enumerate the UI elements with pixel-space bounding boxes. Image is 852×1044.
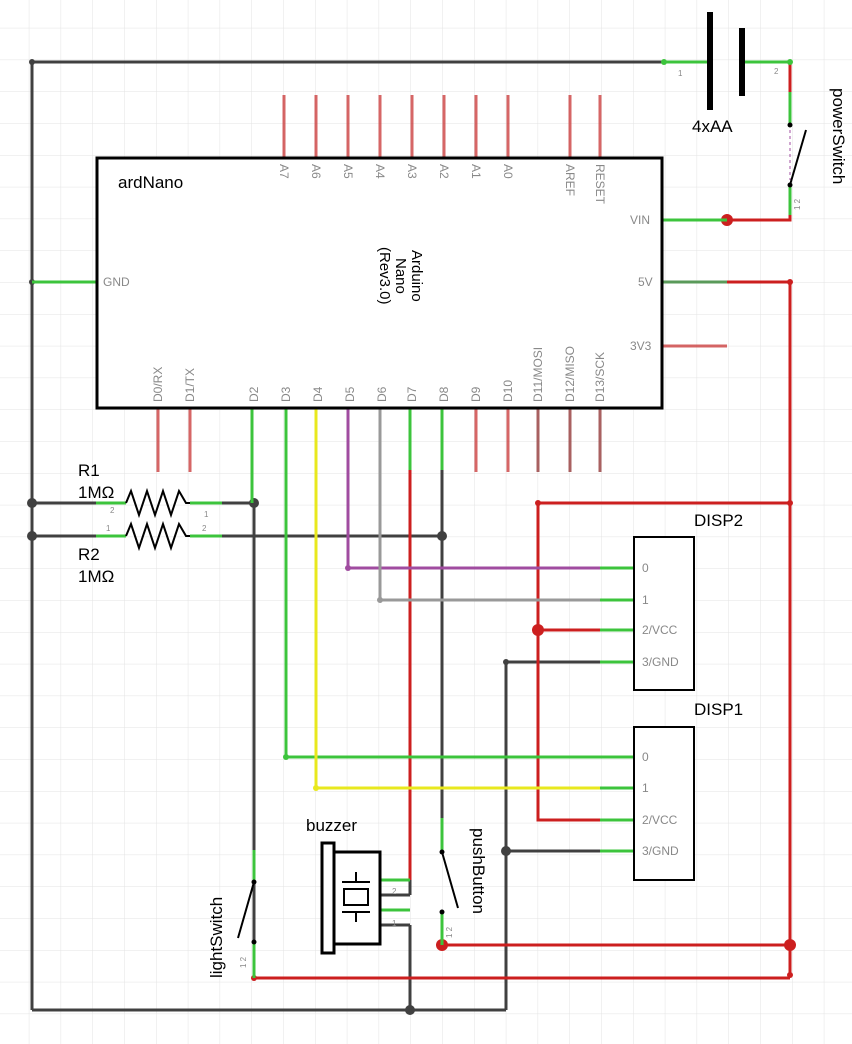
power-switch-label: powerSwitch	[829, 88, 848, 184]
pin-d6: D6	[375, 386, 389, 402]
r2-value: 1MΩ	[78, 567, 114, 586]
signal-junctions	[283, 565, 383, 791]
pin-vin: VIN	[630, 213, 650, 227]
disp1-pin-gnd: 3/GND	[642, 844, 679, 858]
arduino-body	[95, 156, 664, 410]
pin-a0: A0	[501, 164, 515, 179]
buzzer-pin2: 2	[392, 887, 397, 896]
r1-pin-right: 1	[204, 510, 209, 519]
pin-d5: D5	[343, 386, 357, 402]
light-switch-label: lightSwitch	[207, 897, 226, 978]
pin-5v: 5V	[638, 275, 653, 289]
pin-a3: A3	[405, 164, 419, 179]
display-disp2: DISP2 0 1 2/VCC 3/GND	[600, 511, 743, 691]
pin-d0: D0/RX	[151, 367, 165, 402]
pin-d9: D9	[469, 386, 483, 402]
pin-gnd: GND	[103, 275, 130, 289]
pin-a1: A1	[469, 164, 483, 179]
buzzer-pin1: 1	[392, 919, 397, 928]
resistor-r2: R2 1MΩ 1 2	[78, 520, 222, 586]
arduino-title: ardNano	[118, 173, 183, 192]
disp1-pin-0: 0	[642, 750, 649, 764]
light-switch: 1 2 lightSwitch	[207, 850, 257, 978]
pin-a2: A2	[437, 164, 451, 179]
arduino-name: Arduino Nano (Rev3.0)	[376, 247, 425, 305]
disp1-pin-vcc: 2/VCC	[642, 813, 678, 827]
arduino-bottom-pin-labels: D0/RX D1/TX D2 D3 D4 D5 D6 D7 D8 D9 D10 …	[151, 346, 607, 402]
r2-pin-left: 1	[106, 524, 111, 533]
r1-name: R1	[78, 461, 100, 480]
disp2-pin-0: 0	[642, 561, 649, 575]
buzzer-label: buzzer	[306, 816, 357, 835]
disp1-label: DISP1	[694, 700, 743, 719]
arduino-top-pin-labels: A7 A6 A5 A4 A3 A2 A1 A0 AREF RESET	[277, 164, 607, 205]
disp2-pin-vcc: 2/VCC	[642, 623, 678, 637]
pin-3v3: 3V3	[630, 339, 652, 353]
pin-d11: D11/MOSI	[531, 347, 545, 402]
buzzer: buzzer 2 1	[306, 816, 410, 955]
pin-d8: D8	[437, 386, 451, 402]
battery-label: 4xAA	[692, 117, 733, 136]
r2-pin-right: 2	[202, 524, 207, 533]
pin-d2: D2	[247, 386, 261, 402]
pin-a5: A5	[341, 164, 355, 179]
pin-reset: RESET	[593, 164, 607, 205]
battery-pin1: 1	[678, 69, 683, 78]
disp2-pin-1: 1	[642, 593, 649, 607]
push-button: 1 2 pushButton	[439, 818, 488, 945]
pin-d3: D3	[279, 386, 293, 402]
arduino-bottom-pin-stubs	[156, 408, 602, 503]
pin-d10: D10	[501, 380, 515, 402]
pin-d12: D12/MISO	[563, 346, 577, 402]
arduino-name-line1: Arduino	[408, 250, 425, 302]
disp1-pin-1: 1	[642, 781, 649, 795]
pin-aref: AREF	[563, 164, 577, 196]
light-switch-pins: 1 2	[239, 956, 248, 968]
push-button-pins: 1 2	[445, 926, 454, 938]
pin-a4: A4	[373, 164, 387, 179]
arduino-nano: ardNano Arduino Nano (Rev3.0) A7 A6 A5 A…	[32, 95, 727, 503]
disp2-label: DISP2	[694, 511, 743, 530]
arduino-name-line3: (Rev3.0)	[376, 247, 393, 305]
pin-d13: D13/SCK	[593, 352, 607, 402]
pin-a6: A6	[309, 164, 323, 179]
battery: 1 2 4xAA	[661, 12, 793, 136]
pin-a7: A7	[277, 164, 291, 179]
push-button-label: pushButton	[469, 828, 488, 914]
r1-pin-left: 2	[110, 506, 115, 515]
power-junctions	[251, 214, 796, 981]
arduino-top-pin-stubs	[282, 95, 602, 158]
r1-value: 1MΩ	[78, 483, 114, 502]
resistor-r1: R1 1MΩ 2 1	[78, 461, 222, 519]
arduino-name-line2: Nano	[392, 258, 409, 294]
power-switch: 1 2 powerSwitch	[787, 88, 848, 215]
pin-d1: D1/TX	[183, 368, 197, 402]
r2-name: R2	[78, 545, 100, 564]
pin-d7: D7	[405, 386, 419, 402]
pin-d4: D4	[311, 386, 325, 402]
battery-pin2: 2	[774, 67, 779, 76]
disp2-pin-gnd: 3/GND	[642, 655, 679, 669]
display-disp1: DISP1 0 1 2/VCC 3/GND	[600, 700, 743, 881]
power-switch-pins: 1 2	[793, 198, 802, 210]
